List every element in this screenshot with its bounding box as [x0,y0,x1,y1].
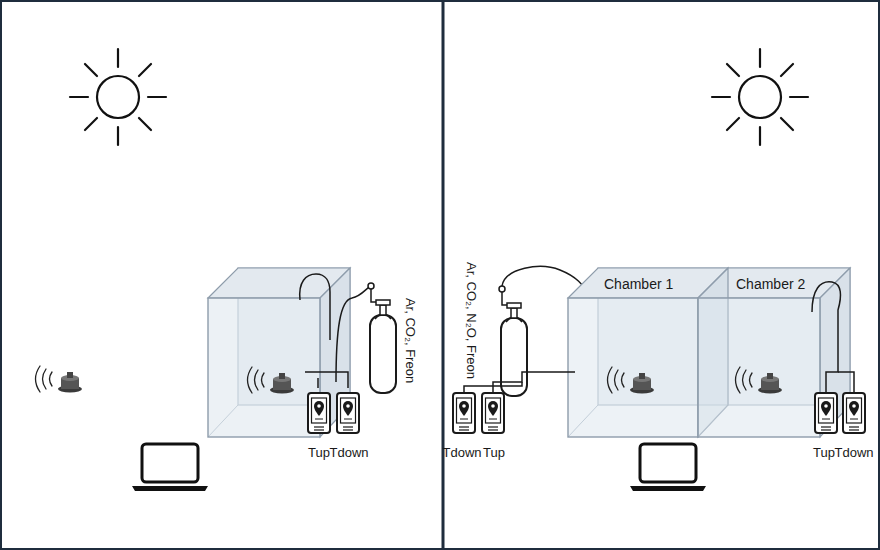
sensor-label: Tdown [329,445,368,460]
chamber-box: Chamber 2 [698,268,850,437]
chamber-label: Chamber 2 [736,276,805,292]
sensor-wire [305,372,348,388]
panel-divider [442,0,445,550]
chamber-cube [208,268,350,437]
phone-logger [843,393,865,433]
chamber-box: Chamber 1 [568,268,728,437]
phone-logger [453,393,475,433]
gas-label: Ar, CO₂, N₂O, Freon [464,261,479,378]
gas-cylinder [368,283,396,393]
sensor-label: Tup [483,445,505,460]
laptop-symbol [630,444,706,491]
phone-logger [815,393,837,433]
chamber-label: Chamber 1 [604,276,673,292]
laptop-symbol [132,444,208,491]
sensor-symbol [248,367,295,394]
sensor-symbol [36,366,83,393]
chamber-cube [568,268,850,437]
phone-logger [337,393,359,433]
sensor-label: Tdown [442,445,481,460]
sensor-wire [464,382,522,393]
phone-logger [308,393,330,433]
sensor-wire [838,372,854,393]
sensor-wire [317,378,319,388]
sensor-wire [300,274,330,340]
gas-label: Ar, CO₂, Freon [404,297,419,382]
sun-symbol [712,49,808,145]
sensor-label: Tup [813,445,835,460]
gas-cylinder [499,286,527,396]
sensor-label: Tup [308,445,330,460]
gas-hose [336,286,371,382]
phone-logger [482,393,504,433]
sensor-wire [493,372,575,393]
sensor-symbol [736,367,783,394]
sun-symbol [70,49,166,145]
sensor-symbol [608,367,655,394]
sensor-label: Tdown [834,445,873,460]
sensor-wire [812,282,840,393]
